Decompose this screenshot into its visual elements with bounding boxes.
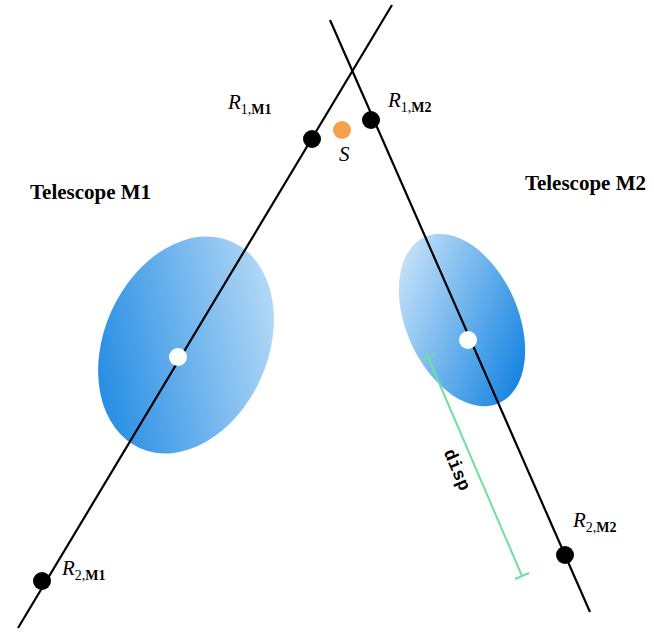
point-label: R2,M1 xyxy=(62,558,106,583)
text-label: S xyxy=(339,144,350,165)
point-dot xyxy=(362,111,380,129)
source-dot xyxy=(333,121,351,139)
point-label: R1,M2 xyxy=(388,90,432,115)
point-dot xyxy=(303,130,321,148)
point-label: R1,M1 xyxy=(228,92,272,117)
point-label: R2,M2 xyxy=(573,510,617,535)
axis-line xyxy=(18,5,392,628)
point-dot xyxy=(33,572,51,590)
center-dot xyxy=(459,331,477,349)
point-dot xyxy=(556,546,574,564)
text-label: Telescope M2 xyxy=(525,173,646,194)
center-dot xyxy=(169,348,187,366)
disp-bracket xyxy=(421,354,529,579)
axis-line xyxy=(330,20,590,612)
telescope-ellipse xyxy=(65,208,307,481)
text-label: Telescope M1 xyxy=(30,182,151,203)
